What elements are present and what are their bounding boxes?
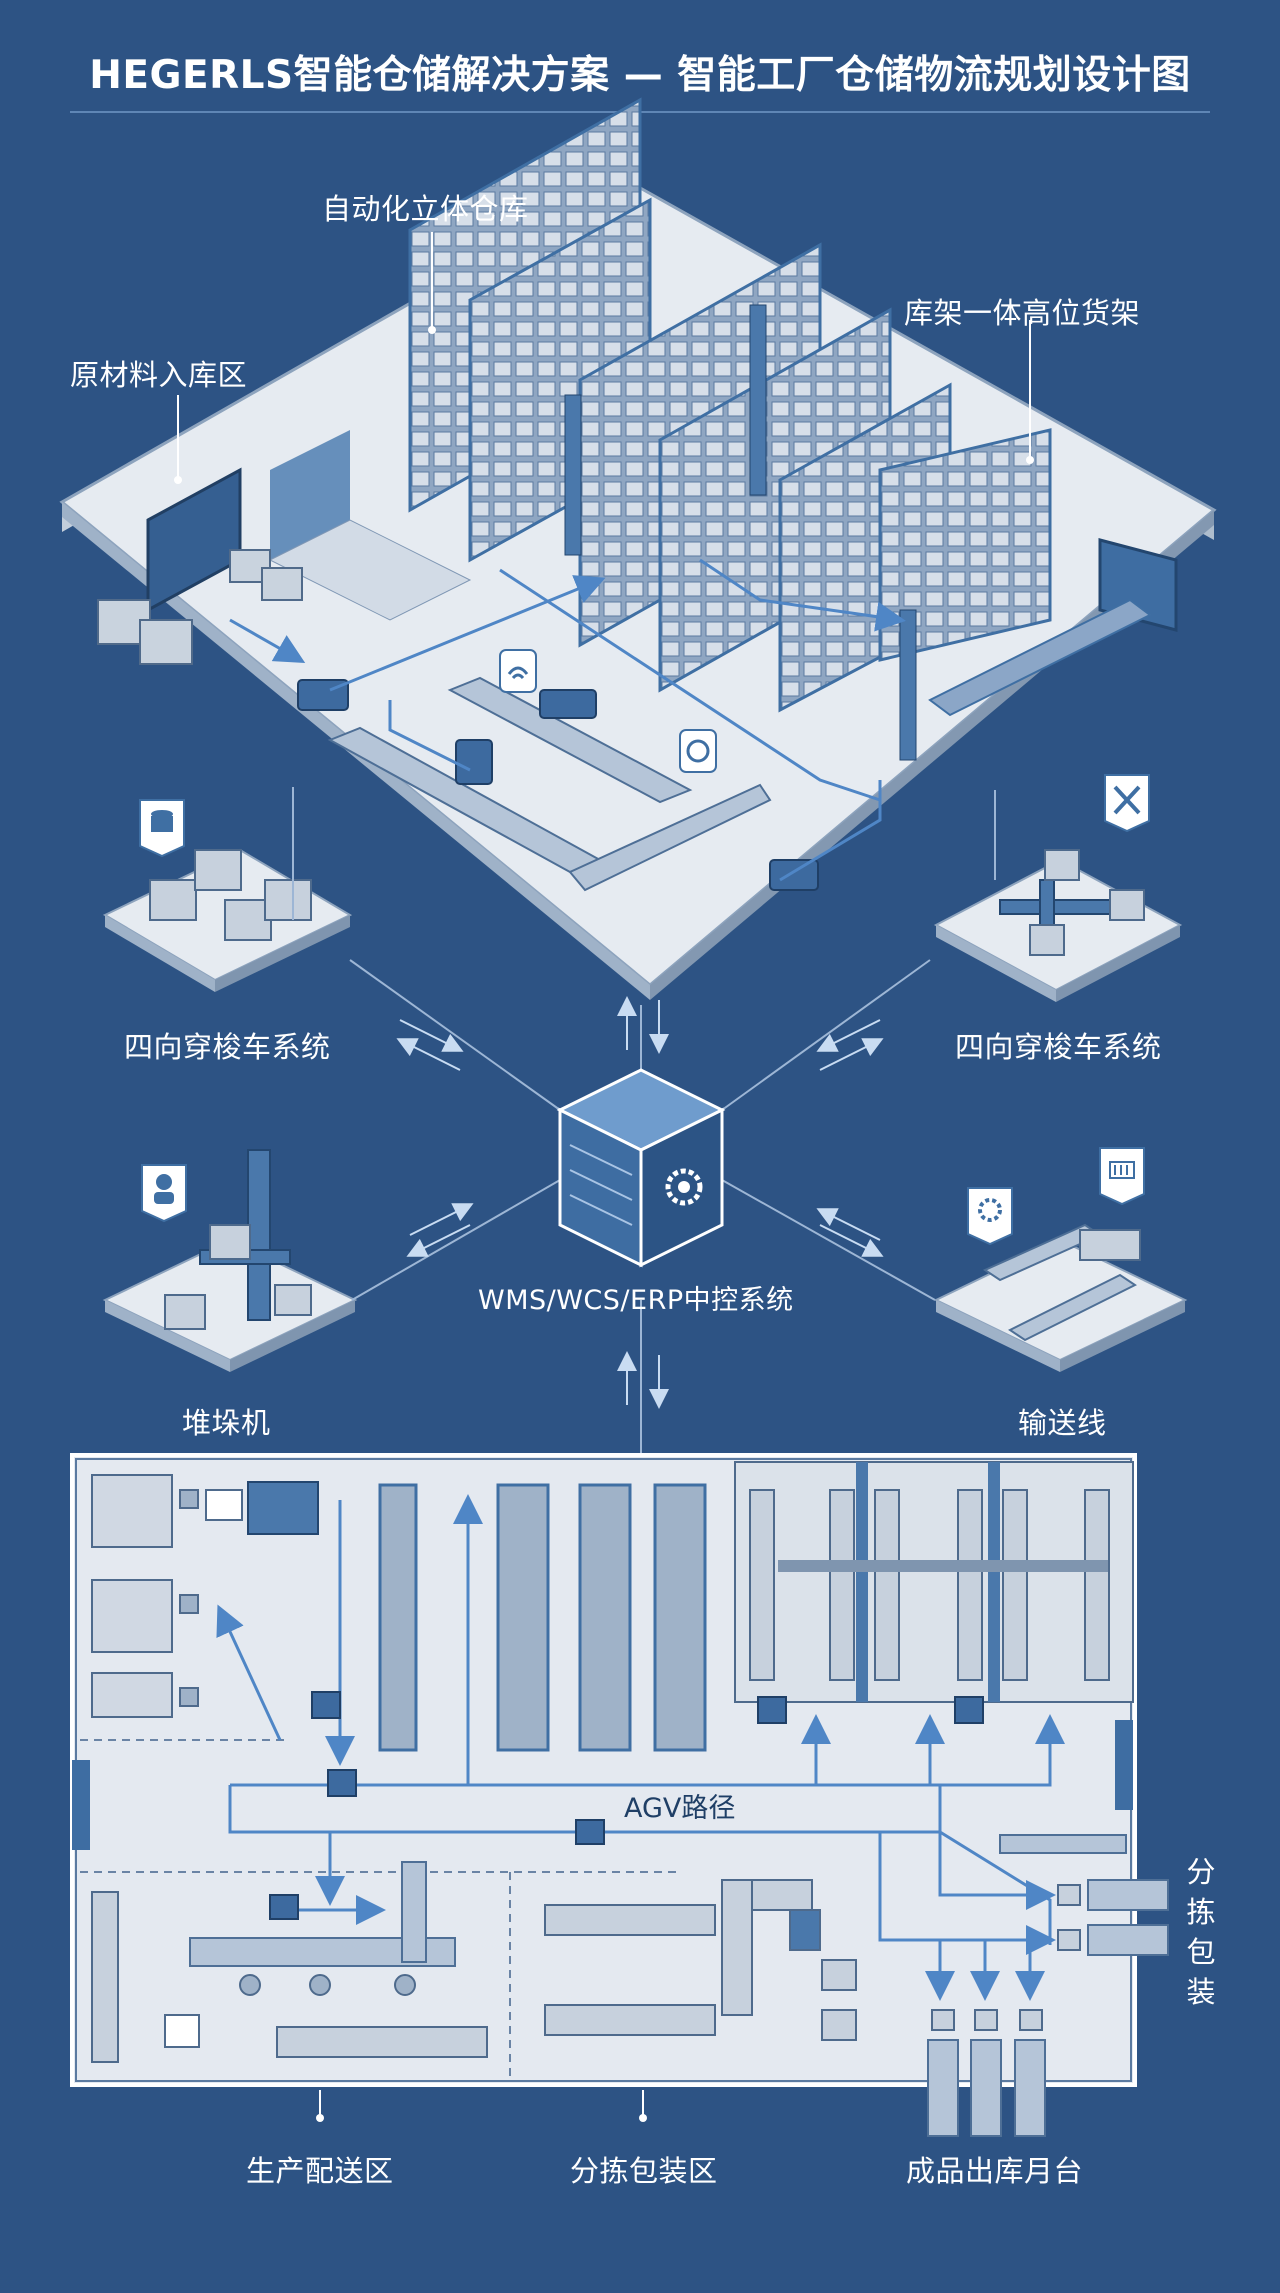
- label-finished-dock: 成品出库月台: [906, 2148, 1083, 2190]
- sort-pack-char: 拣: [1180, 1892, 1222, 1932]
- page-title: HEGERLS智能仓储解决方案 — 智能工厂仓储物流规划设计图: [0, 44, 1280, 100]
- sorting-racks: [735, 1462, 1133, 1702]
- nodes-icon: [680, 730, 716, 772]
- machine: [248, 1482, 318, 1534]
- label-stacker: 堆垛机: [182, 1400, 271, 1442]
- wifi-icon: [500, 650, 536, 692]
- barcode-icon: [1100, 1148, 1144, 1204]
- label-auto-warehouse: 自动化立体仓库: [322, 186, 529, 228]
- central-server: [560, 1070, 722, 1265]
- worker-icon: [142, 1165, 186, 1221]
- label-high-rack: 库架一体高位货架: [904, 290, 1140, 332]
- shuttle-platform-right: [936, 775, 1180, 1002]
- sort-pack-char: 包: [1180, 1932, 1222, 1972]
- sort-pack-char: 分: [1180, 1852, 1222, 1892]
- label-shuttle-right: 四向穿梭车系统: [955, 1024, 1162, 1066]
- shuttle-platform-left: [105, 787, 350, 992]
- label-shuttle-left: 四向穿梭车系统: [124, 1024, 331, 1066]
- label-production-delivery: 生产配送区: [246, 2148, 394, 2190]
- label-raw-inbound: 原材料入库区: [70, 352, 247, 394]
- stacker-platform: [105, 1150, 355, 1372]
- label-sort-pack-vertical: 分 拣 包 装: [1180, 1852, 1222, 2012]
- label-central-control: WMS/WCS/ERP中控系统: [478, 1278, 794, 1317]
- sort-pack-char: 装: [1180, 1972, 1222, 2012]
- database-icon: [140, 800, 184, 856]
- floor-plan: [72, 1455, 1168, 2136]
- tools-icon: [1105, 775, 1149, 831]
- label-sort-pack-zone: 分拣包装区: [570, 2148, 718, 2190]
- label-conveyor: 输送线: [1018, 1400, 1107, 1442]
- conveyor-platform: [936, 1148, 1185, 1372]
- label-agv-path: AGV路径: [624, 1786, 735, 1825]
- gear-icon: [968, 1188, 1012, 1244]
